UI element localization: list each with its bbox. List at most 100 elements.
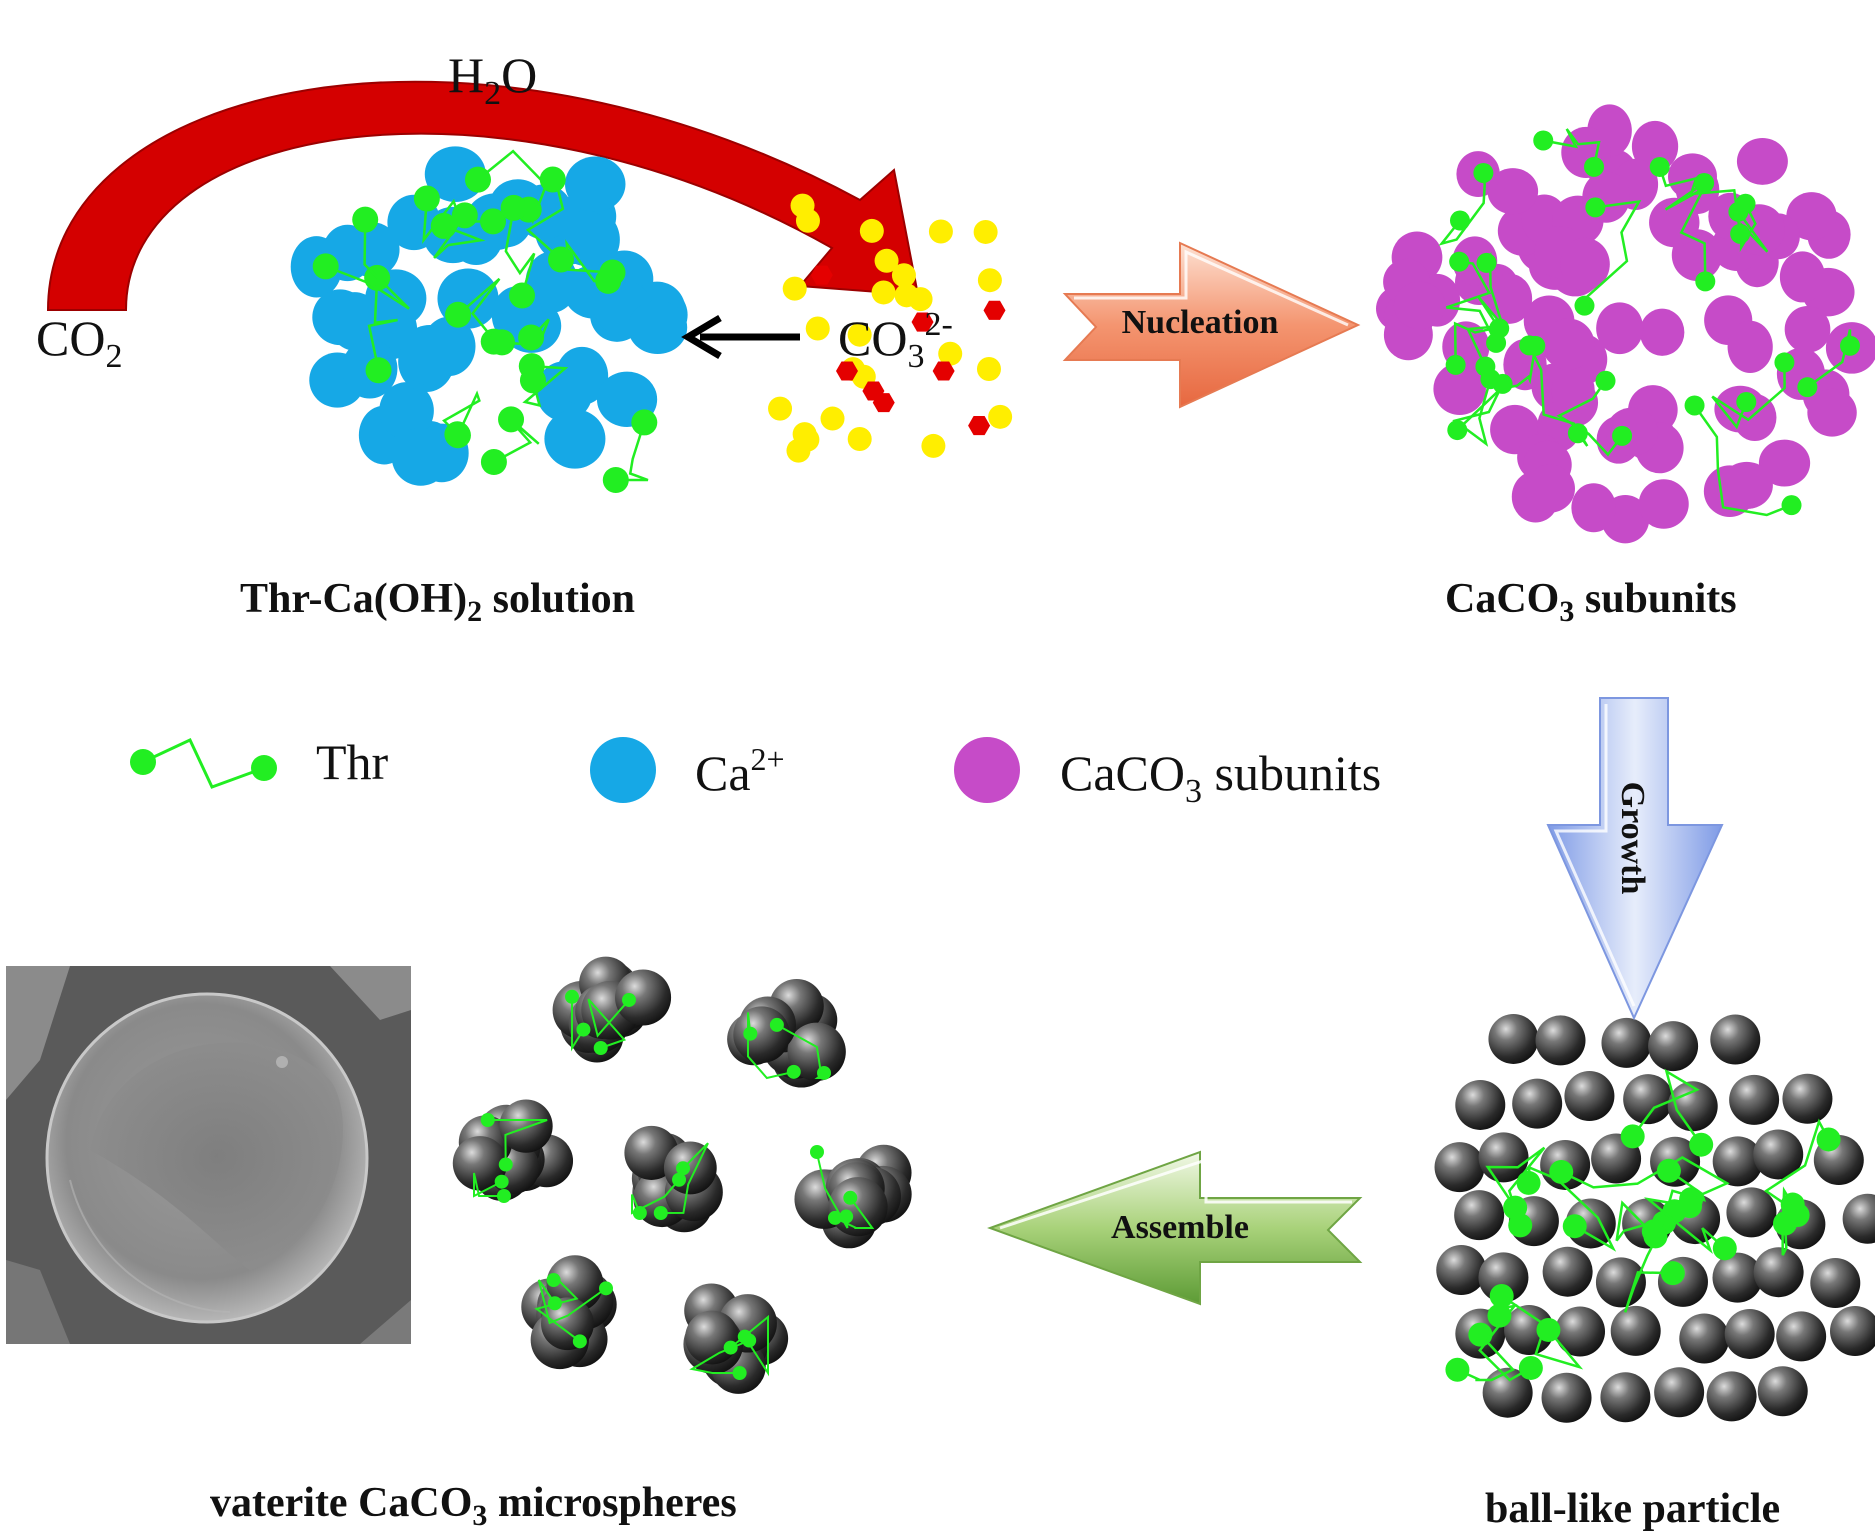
thr-chain xyxy=(1556,380,1624,457)
caco3-subunit xyxy=(1560,237,1610,291)
thr-end xyxy=(743,1026,758,1041)
carbonate-o xyxy=(805,316,830,341)
carbonate-o xyxy=(859,218,884,243)
caco3-sphere xyxy=(1542,1246,1593,1297)
thr-end xyxy=(488,329,515,356)
thr-chain xyxy=(1711,362,1786,430)
carbonate-o xyxy=(847,322,872,347)
thr-chain xyxy=(1543,128,1601,168)
thr-end xyxy=(572,1334,587,1349)
thr-end xyxy=(653,1206,668,1220)
nucleation-label: Nucleation xyxy=(1122,304,1279,341)
thr-chain xyxy=(631,1179,680,1215)
caco3-sphere xyxy=(1504,1304,1555,1355)
caco3-subunit xyxy=(1786,192,1837,241)
thr-end xyxy=(1449,210,1470,231)
caco3-subunit xyxy=(1784,305,1831,353)
carbonate-to-solution-arrow-icon xyxy=(681,314,800,360)
carbonate-o xyxy=(976,356,1001,381)
co2-label: CO2 xyxy=(36,310,122,375)
ca-ion xyxy=(544,409,606,469)
carbonate-c xyxy=(911,312,934,332)
thr-chain xyxy=(1456,345,1537,431)
h2o-label: H2O xyxy=(448,47,537,112)
legend: Thr Ca2+ CaCO3 subunits xyxy=(130,734,1381,810)
thr-ca-oh2-solution-cluster xyxy=(290,146,688,493)
thr-end xyxy=(444,422,471,449)
carbonate-o xyxy=(921,433,946,458)
thr-chain xyxy=(1693,404,1792,517)
caco3-subunit xyxy=(1596,302,1644,355)
thr-end xyxy=(1492,373,1513,394)
caco3-sphere xyxy=(1434,1142,1485,1193)
thr-end xyxy=(1445,1357,1470,1382)
thr-end xyxy=(599,259,626,286)
thr-end xyxy=(631,409,658,436)
thr-end xyxy=(1643,1224,1668,1249)
thr-end xyxy=(464,166,491,193)
thr-chain xyxy=(1623,1222,1673,1313)
thr-end xyxy=(632,1206,647,1220)
carbonate-o xyxy=(786,438,811,463)
thr-chain xyxy=(1658,166,1742,235)
caco3-sphere xyxy=(1488,1013,1539,1064)
carbonate-c xyxy=(983,300,1006,320)
thr-end xyxy=(518,324,545,351)
thr-end xyxy=(1525,335,1546,356)
carbonate-o xyxy=(891,263,916,288)
thr-end xyxy=(1712,1236,1737,1261)
caco3-sphere xyxy=(1648,1021,1699,1072)
thr-chain xyxy=(537,1279,607,1325)
thr-end xyxy=(621,992,636,1007)
thr-end xyxy=(1677,1194,1702,1219)
thr-end xyxy=(312,253,339,280)
thr-end xyxy=(1774,352,1795,373)
solution-caption: Thr-Ca(OH)2 solution xyxy=(240,576,635,628)
thr-chain xyxy=(747,1012,794,1080)
thr-end xyxy=(509,282,536,309)
caco3-sphere xyxy=(1601,1017,1652,1068)
nucleation-arrow: Nucleation xyxy=(1062,241,1361,409)
ball-like-particle-cluster xyxy=(1434,1013,1875,1423)
thr-end xyxy=(827,1210,842,1225)
caco3-subunit xyxy=(1779,251,1826,303)
thr-end xyxy=(1574,295,1595,316)
thr-chain xyxy=(504,207,536,296)
thr-chain xyxy=(522,364,569,408)
caco3-sphere xyxy=(1753,1247,1804,1298)
thr-chain xyxy=(660,1142,709,1214)
carbonate-c xyxy=(862,381,885,401)
thr-end xyxy=(676,1161,691,1176)
thr-end xyxy=(593,1041,608,1055)
thr-end xyxy=(1781,495,1802,516)
vaterite-microsphere xyxy=(452,1099,574,1203)
thr-end xyxy=(599,1281,613,1296)
thr-chain xyxy=(730,1314,769,1377)
ca-ion xyxy=(628,300,688,355)
thr-end xyxy=(413,185,440,212)
thr-chain xyxy=(367,277,398,371)
thr-end xyxy=(1533,130,1554,151)
carbonate-o xyxy=(938,341,963,366)
thr-chain xyxy=(1664,181,1707,282)
thr-end xyxy=(843,1190,858,1205)
carbonate-o xyxy=(908,287,933,312)
caco3-subunit xyxy=(1452,236,1498,286)
vaterite-microsphere xyxy=(624,1125,723,1233)
caco3-sphere xyxy=(1535,1015,1586,1066)
thr-end xyxy=(769,1017,784,1032)
caco3-sphere xyxy=(1564,1071,1615,1122)
thr-chain xyxy=(587,998,630,1049)
thr-end xyxy=(539,166,566,193)
caco3-sphere xyxy=(1455,1079,1506,1130)
thr-end xyxy=(1785,1203,1810,1228)
thr-end xyxy=(1536,1317,1561,1342)
caco3-subunit xyxy=(1433,362,1486,415)
carbonate-o xyxy=(847,426,872,451)
thr-end xyxy=(1684,395,1705,416)
caco3-subunit xyxy=(1487,168,1539,215)
caco3-sphere xyxy=(1482,1367,1533,1418)
caco3-subunit xyxy=(1639,308,1685,356)
carbonate-c xyxy=(835,361,858,381)
thr-end xyxy=(565,989,579,1004)
